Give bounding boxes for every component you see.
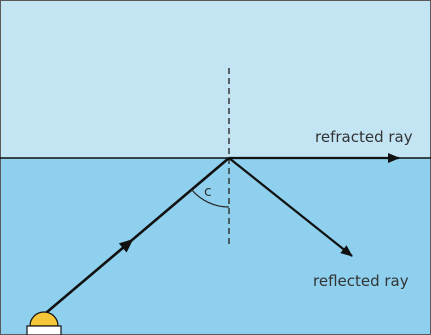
- critical-angle-label: c: [204, 184, 212, 200]
- reflected-ray-label: reflected ray: [313, 272, 409, 290]
- water-region: [0, 158, 431, 335]
- lamp-base: [27, 326, 61, 335]
- refracted-ray-label: refracted ray: [315, 128, 413, 146]
